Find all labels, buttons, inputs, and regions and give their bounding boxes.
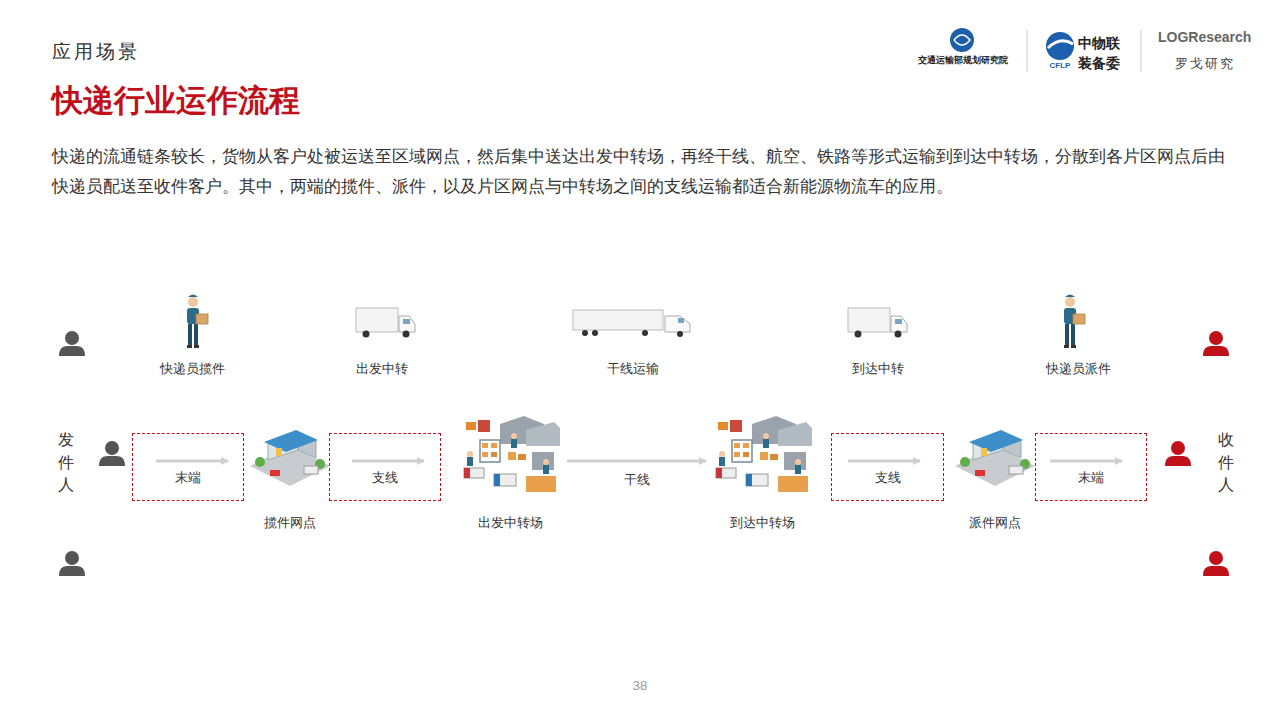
label: 罗戈研究 — [1160, 56, 1250, 73]
courier-icon — [187, 295, 208, 349]
slide-title: 快递行业运作流程 — [52, 80, 300, 122]
receiver-icons — [1165, 331, 1229, 576]
label: 干线运输 — [583, 361, 683, 378]
label: 交通运输部规划研究院 — [905, 55, 1020, 67]
hub-icon — [716, 416, 812, 492]
flow-arrow — [156, 460, 1122, 463]
trailer-icon — [573, 310, 690, 337]
process-box: 支线 — [329, 433, 441, 501]
outlet-icon — [250, 430, 330, 486]
sender-icons — [59, 331, 125, 576]
label: 中物联 — [1078, 34, 1138, 52]
node-text: 到达中转场 — [730, 515, 795, 532]
party-label: 收件人 — [1216, 428, 1236, 498]
label: LOGResearch — [1158, 28, 1258, 46]
label: 装备委 — [1078, 54, 1138, 72]
label: 到达中转 — [828, 361, 928, 378]
truck-icon — [356, 308, 415, 338]
courier-icon — [1064, 295, 1085, 349]
outlet-icon — [955, 430, 1035, 486]
node-text: 支线 — [875, 470, 901, 487]
label: CFLP — [1040, 61, 1080, 71]
process-box: 末端 — [132, 433, 244, 501]
party-label: 发件人 — [56, 428, 76, 498]
site-node: 派件网点 — [945, 420, 1045, 532]
description: 快递的流通链条较长，货物从客户处被运送至区域网点，然后集中送达出发中转场，再经干… — [52, 142, 1232, 202]
label: 应用场景 — [52, 40, 212, 65]
node-text: 发件人 — [58, 429, 74, 496]
label: 快递员派件 — [1028, 361, 1128, 378]
site-node: 到达中转场 — [710, 415, 815, 532]
logo-mark — [950, 28, 1141, 72]
label: 快递员揽件 — [142, 361, 242, 378]
node-text: 支线 — [372, 470, 398, 487]
label: 出发中转 — [332, 361, 432, 378]
page-number: 38 — [610, 678, 670, 695]
node-text: 揽件网点 — [264, 515, 316, 532]
hub-icon — [464, 416, 560, 492]
node-text: 末端 — [175, 470, 201, 487]
node-text: 末端 — [1078, 470, 1104, 487]
node-text: 出发中转场 — [478, 515, 543, 532]
node-text: 收件人 — [1218, 429, 1234, 496]
edge-label: 干线 — [621, 471, 653, 489]
node-text: 派件网点 — [969, 515, 1021, 532]
site-node: 揽件网点 — [240, 420, 340, 532]
truck-icon — [848, 308, 907, 338]
process-box: 支线 — [831, 433, 944, 501]
process-box: 末端 — [1035, 433, 1147, 501]
site-node: 出发中转场 — [458, 415, 563, 532]
connector — [567, 460, 706, 463]
